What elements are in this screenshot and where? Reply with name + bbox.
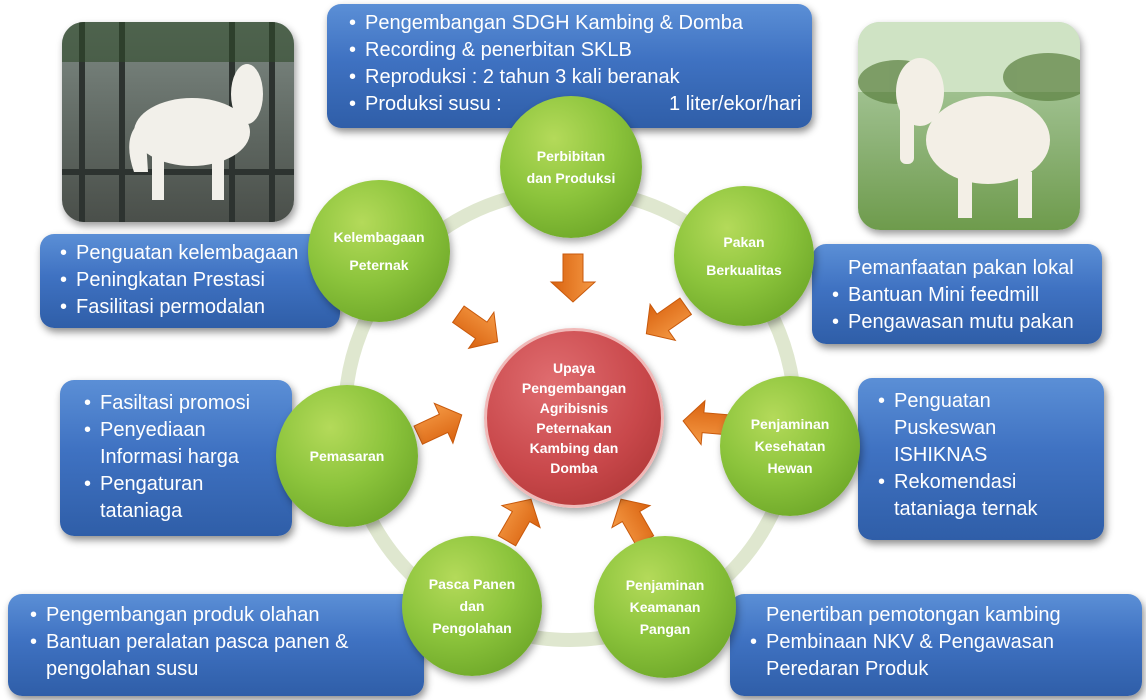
pakan-info-box: Pemanfaatan pakan lokal Bantuan Mini fee… [812,244,1102,344]
white-goat-photo [858,22,1080,230]
node-pascapanen: Pasca Panen dan Pengolahan [402,536,542,676]
pemasaran-item: Informasi harga [100,446,239,468]
produksi-susu-label: Produksi susu : [365,93,502,115]
node-kelembagaan: Kelembagaan Peternak [308,180,450,322]
perbibitan-item: Pengembangan SDGH Kambing & Domba [345,10,812,37]
keamanan-item: Pembinaan NKV & Pengawasan [746,629,1142,656]
node-pascapanen-line: Pengolahan [432,620,512,636]
perbibitan-item: Reproduksi : 2 tahun 3 kali beranak [345,64,812,91]
pemasaran-item: tataniaga [100,500,183,522]
node-perbibitan-line: dan Produksi [526,170,616,186]
node-pascapanen-line: dan [459,598,485,614]
perbibitan-item: Produksi susu : 1 liter/ekor/hari [345,91,812,118]
center-line: Kambing dan [529,440,619,456]
center-line: Pengembangan [521,380,627,396]
kelembagaan-item: Penguatan kelembagaan [56,240,340,267]
kesehatan-item: ISHIKNAS [894,444,988,466]
node-kesehatan: Penjaminan Kesehatan Hewan [720,376,860,516]
node-pemasaran-line: Pemasaran [309,448,385,464]
kelembagaan-item: Fasilitasi permodalan [56,294,340,321]
goat-in-pen-photo [62,22,294,222]
perbibitan-item: Recording & penerbitan SKLB [345,37,812,64]
center-line: Upaya [552,360,596,376]
arrow-from-pakan-icon [645,297,693,342]
center-line: Domba [550,460,598,476]
node-pemasaran: Pemasaran [276,385,418,527]
produksi-susu-value: 1 liter/ekor/hari [669,93,802,115]
node-kelembagaan-line: Peternak [349,257,409,273]
kesehatan-item: Puskeswan [894,417,997,439]
node-perbibitan: Perbibitan dan Produksi [500,96,642,238]
pakan-item: Pengawasan mutu pakan [828,309,1102,336]
kesehatan-info-box: Penguatan Puskeswan ISHIKNAS Rekomendasi… [858,378,1104,540]
pakan-item: Pemanfaatan pakan lokal [848,257,1074,279]
keamanan-item: Penertiban pemotongan kambing [766,604,1061,626]
center-goal-node: Upaya Pengembangan Agribisnis Peternakan… [484,328,664,508]
node-keamanan-line: Penjaminan [625,577,705,593]
arrow-from-perbibitan-icon [549,253,597,303]
kesehatan-item: Rekomendasi [874,469,1104,496]
node-keamanan: Penjaminan Keamanan Pangan [594,536,736,678]
kesehatan-item: Penguatan [874,388,1104,415]
node-kesehatan-line: Penjaminan [750,416,830,432]
arrow-from-pascapanen-icon [497,498,541,547]
goat-in-pen-photo-icon [62,22,294,222]
node-kesehatan-line: Hewan [767,460,813,476]
pemasaran-item: Pengaturan [80,471,292,498]
kelembagaan-item: Peningkatan Prestasi [56,267,340,294]
pascapanen-info-box: Pengembangan produk olahan Bantuan peral… [8,594,424,696]
keamanan-item: Peredaran Produk [766,658,929,680]
kelembagaan-info-box: Penguatan kelembagaan Peningkatan Presta… [40,234,340,328]
node-kelembagaan-line: Kelembagaan [333,229,425,245]
white-goat-photo-icon [858,22,1080,218]
center-line: Agribisnis [539,400,609,416]
arrow-from-pemasaran-icon [413,402,463,445]
node-keamanan-line: Keamanan [629,599,701,615]
kesehatan-item: tataniaga ternak [894,498,1038,520]
node-pakan-line: Berkualitas [706,262,782,278]
node-kesehatan-line: Kesehatan [754,438,826,454]
node-perbibitan-line: Perbibitan [536,148,606,164]
keamanan-info-box: Penertiban pemotongan kambing Pembinaan … [730,594,1142,696]
pakan-item: Bantuan Mini feedmill [828,282,1102,309]
node-keamanan-line: Pangan [639,621,691,637]
pemasaran-info-box: Fasiltasi promosi Penyediaan Informasi h… [60,380,292,536]
center-line: Peternakan [536,420,612,436]
arrow-from-keamanan-icon [611,498,655,547]
node-pakan-line: Pakan [723,234,765,250]
node-pascapanen-line: Pasca Panen [428,576,516,592]
node-pakan: Pakan Berkualitas [674,186,814,326]
pemasaran-item: Penyediaan [80,417,292,444]
pascapanen-item: Bantuan peralatan pasca panen & [26,629,424,656]
arrow-from-kelembagaan-icon [451,305,499,350]
pemasaran-item: Fasiltasi promosi [80,390,292,417]
pascapanen-item: Pengembangan produk olahan [26,602,424,629]
pascapanen-item: pengolahan susu [46,658,199,680]
